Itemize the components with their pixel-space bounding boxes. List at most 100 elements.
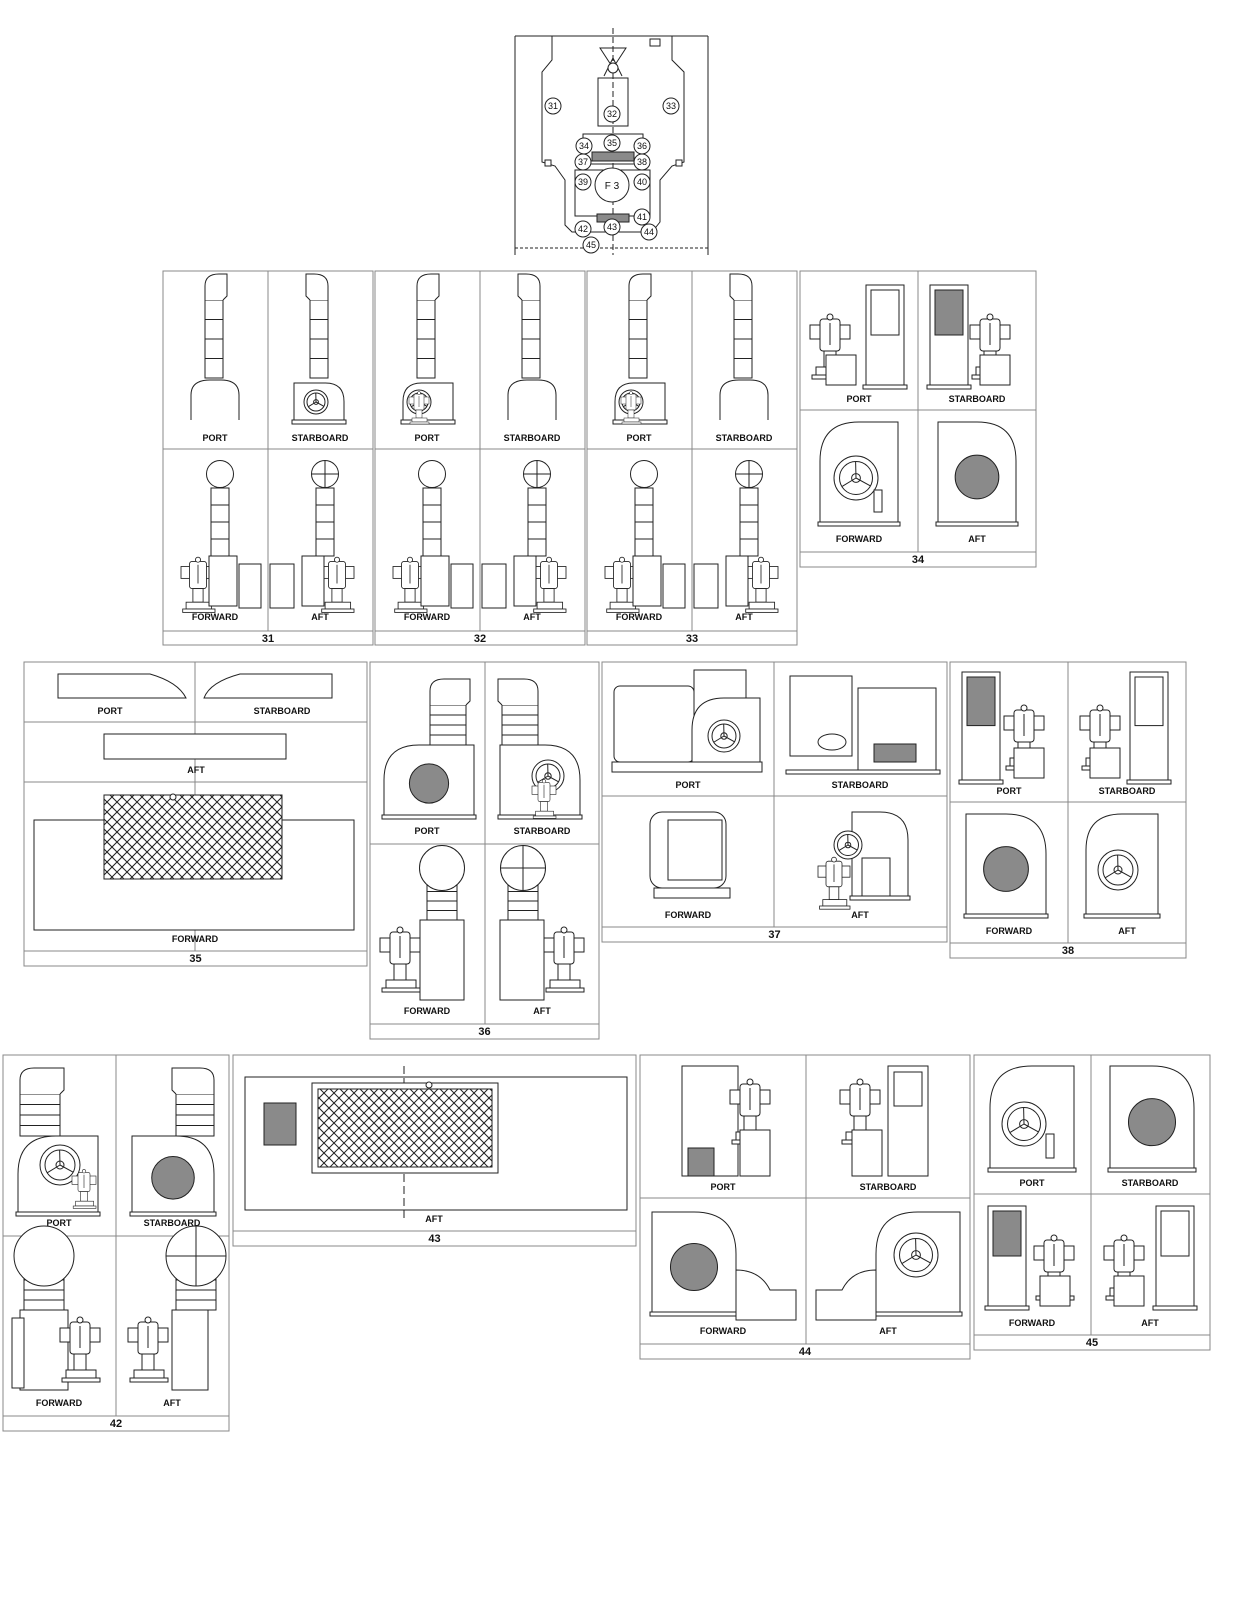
equipment-group-38: 38 — [949, 661, 1187, 959]
group-38-number: 38 — [1062, 945, 1074, 957]
motor-unit — [319, 556, 355, 613]
view-label-port: PORT — [46, 1218, 72, 1228]
callout-45: 45 — [582, 236, 600, 254]
fan-housing — [649, 1211, 739, 1317]
callout-39: 39 — [574, 173, 592, 191]
view-label-aft: AFT — [523, 612, 541, 622]
fan-housing — [963, 813, 1049, 919]
key-plan-center-label: F 3 — [605, 181, 620, 192]
motor-unit — [817, 856, 851, 910]
callout-36-number: 36 — [637, 141, 647, 151]
group-43-views: AFT — [244, 1066, 628, 1224]
equipment-group-37: 37 — [601, 661, 948, 943]
callout-44-number: 44 — [644, 227, 654, 237]
group-31-number: 31 — [262, 633, 274, 645]
equipment-group-34: 34 — [799, 270, 1037, 568]
callout-38: 38 — [633, 153, 651, 171]
motor-unit — [127, 1316, 169, 1383]
fan-housing — [381, 744, 477, 820]
exhaust-duct — [517, 273, 541, 379]
exhaust-duct — [630, 460, 658, 557]
motor-unit — [620, 391, 642, 425]
callout-34: 34 — [575, 137, 593, 155]
callout-44: 44 — [640, 223, 658, 241]
exhaust-duct — [206, 460, 234, 557]
fan-wheel — [833, 455, 879, 501]
callout-35: 35 — [603, 134, 621, 152]
access-panel — [862, 284, 908, 390]
callout-32: 32 — [603, 105, 621, 123]
view-label-forward: FORWARD — [192, 612, 239, 622]
view-label-aft: AFT — [1141, 1318, 1159, 1328]
exhaust-duct — [311, 460, 339, 557]
view-label-port: PORT — [996, 786, 1022, 796]
group-36-number: 36 — [478, 1026, 490, 1038]
exhaust-duct — [500, 845, 546, 921]
equipment-group-35: 35 — [23, 661, 368, 967]
view-label-forward: FORWARD — [1009, 1318, 1056, 1328]
callout-42: 42 — [574, 220, 592, 238]
fan-wheel — [1001, 1101, 1047, 1147]
view-label-port: PORT — [846, 394, 872, 404]
view-label-aft: AFT — [163, 1398, 181, 1408]
exhaust-duct — [497, 678, 539, 746]
group-45-number: 45 — [1086, 1337, 1098, 1349]
exhaust-duct — [729, 273, 753, 379]
view-label-starboard: STARBOARD — [292, 433, 349, 443]
view-label-starboard: STARBOARD — [949, 394, 1006, 404]
view-label-forward: FORWARD — [836, 534, 883, 544]
fan-wheel — [1097, 849, 1139, 891]
callout-31: 31 — [544, 97, 562, 115]
view-label-aft: AFT — [851, 910, 869, 920]
exhaust-duct — [523, 460, 551, 557]
view-label-forward: FORWARD — [404, 1006, 451, 1016]
callout-32-number: 32 — [607, 109, 617, 119]
view-label-port: PORT — [710, 1182, 736, 1192]
view-label-aft: AFT — [187, 765, 205, 775]
exhaust-duct — [19, 1067, 65, 1137]
exhaust-duct — [735, 460, 763, 557]
equipment-group-31: 31 — [162, 270, 374, 646]
group-43-number: 43 — [428, 1233, 440, 1245]
exhaust-duct — [429, 678, 471, 746]
view-label-aft: AFT — [735, 612, 753, 622]
view-label-port: PORT — [675, 780, 701, 790]
motor-unit — [59, 1316, 101, 1383]
view-label-starboard: STARBOARD — [144, 1218, 201, 1228]
view-label-starboard: STARBOARD — [254, 706, 311, 716]
group-44-number: 44 — [799, 1346, 812, 1358]
group-33-views: PORT STARBOARD FORWARD AFT — [604, 273, 779, 622]
callout-36: 36 — [633, 137, 651, 155]
view-label-starboard: STARBOARD — [716, 433, 773, 443]
exhaust-duct — [13, 1225, 75, 1311]
callout-41: 41 — [633, 208, 651, 226]
view-label-port: PORT — [626, 433, 652, 443]
view-label-starboard: STARBOARD — [514, 826, 571, 836]
view-label-forward: FORWARD — [986, 926, 1033, 936]
fan-wheel — [833, 830, 863, 860]
view-label-port: PORT — [202, 433, 228, 443]
view-label-aft: AFT — [533, 1006, 551, 1016]
equipment-group-32: 32 — [374, 270, 586, 646]
view-label-aft: AFT — [311, 612, 329, 622]
view-label-port: PORT — [1019, 1178, 1045, 1188]
equipment-group-36: 36 — [369, 661, 600, 1040]
exhaust-duct — [416, 273, 440, 379]
view-label-forward: FORWARD — [172, 934, 219, 944]
motor-unit — [71, 1169, 97, 1209]
callout-34-number: 34 — [579, 141, 589, 151]
view-label-starboard: STARBOARD — [1099, 786, 1156, 796]
callout-38-number: 38 — [637, 157, 647, 167]
view-label-aft: AFT — [879, 1326, 897, 1336]
access-panel — [984, 1205, 1030, 1311]
view-label-forward: FORWARD — [616, 612, 663, 622]
view-label-port: PORT — [414, 826, 440, 836]
group-31-views: PORT STARBOARD FORWARD AFT — [180, 273, 355, 622]
